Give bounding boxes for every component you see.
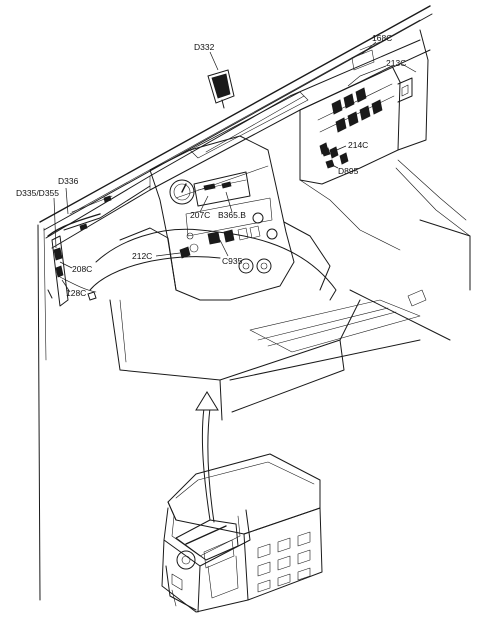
label-212c: 212C — [132, 251, 152, 261]
left-door-harness — [47, 185, 151, 307]
cab-console — [203, 539, 235, 569]
cab-interior-harness — [185, 525, 227, 545]
lower-dash-curve — [95, 228, 337, 301]
engine-tunnel — [109, 299, 361, 381]
left-pillar-edge — [37, 224, 41, 601]
label-b365b: B365.B — [218, 210, 246, 220]
gauge-left — [169, 179, 195, 205]
tunnel-edge — [119, 299, 127, 363]
label-d335-d355: D335/D355 — [16, 188, 59, 198]
cab-roof — [167, 453, 321, 535]
label-d336: D336 — [58, 176, 79, 186]
sensor-d332 — [207, 69, 235, 109]
right-switch-panel — [299, 29, 471, 237]
label-213c: 213C — [386, 58, 406, 68]
dashboard-top-shelf — [45, 39, 421, 239]
cab-front-face — [161, 539, 249, 613]
vent-slat — [197, 91, 301, 147]
label-168c: 168C — [372, 33, 392, 43]
console-top — [89, 256, 221, 291]
tunnel-right — [231, 339, 345, 413]
side-panel-recess — [257, 549, 311, 577]
label-d895: D895 — [338, 166, 359, 176]
floor-front-edge — [229, 339, 421, 381]
label-214c: 214C — [348, 140, 368, 150]
defroster-vent — [189, 91, 309, 159]
label-208c: 208C — [72, 264, 92, 274]
windscreen-top-edge — [39, 5, 431, 223]
label-d332: D332 — [194, 42, 215, 52]
floor-mat — [249, 299, 421, 353]
steering-column-left — [119, 227, 177, 291]
cab-lower-panel — [207, 555, 239, 599]
truck-cab-overview — [161, 453, 323, 613]
steering-column-right — [283, 221, 331, 291]
windscreen-molding — [69, 19, 421, 215]
display-panel — [193, 171, 251, 207]
side-panel-recess — [257, 567, 311, 593]
cab-side-panel — [243, 507, 323, 601]
roof-crease — [175, 461, 315, 499]
floor-bracket — [407, 289, 427, 307]
windscreen-lower-edge — [43, 13, 433, 231]
left-pillar-inner — [43, 227, 47, 361]
mat-rib — [257, 307, 389, 341]
cab-door — [165, 565, 197, 611]
vent-slat — [205, 95, 305, 153]
label-207c: 207C — [190, 210, 210, 220]
leader-lines — [53, 41, 417, 293]
right-console-edge — [299, 179, 401, 251]
cab-door-handle — [171, 573, 183, 591]
cab-steering-wheel — [176, 550, 196, 570]
detail-pointer-arrow — [195, 391, 219, 523]
cab-front-divider — [197, 565, 201, 613]
side-panel-recess — [257, 531, 311, 559]
connector-212c-body — [179, 246, 191, 259]
connector-214c-body — [321, 147, 331, 157]
label-c935: C935 — [222, 256, 243, 266]
cab-interior-dash — [175, 519, 239, 561]
mat-rib — [267, 311, 397, 347]
roof-front-edge — [167, 501, 177, 521]
dashboard-interior-view — [37, 5, 471, 601]
right-floor — [349, 289, 451, 341]
tunnel-front — [219, 379, 223, 421]
instrument-cluster — [149, 135, 295, 301]
right-door-edge — [419, 219, 471, 291]
callout-labels: D332 168C 213C 214C D895 D336 D335/D355 … — [16, 33, 406, 298]
label-128c: 128C — [66, 288, 86, 298]
